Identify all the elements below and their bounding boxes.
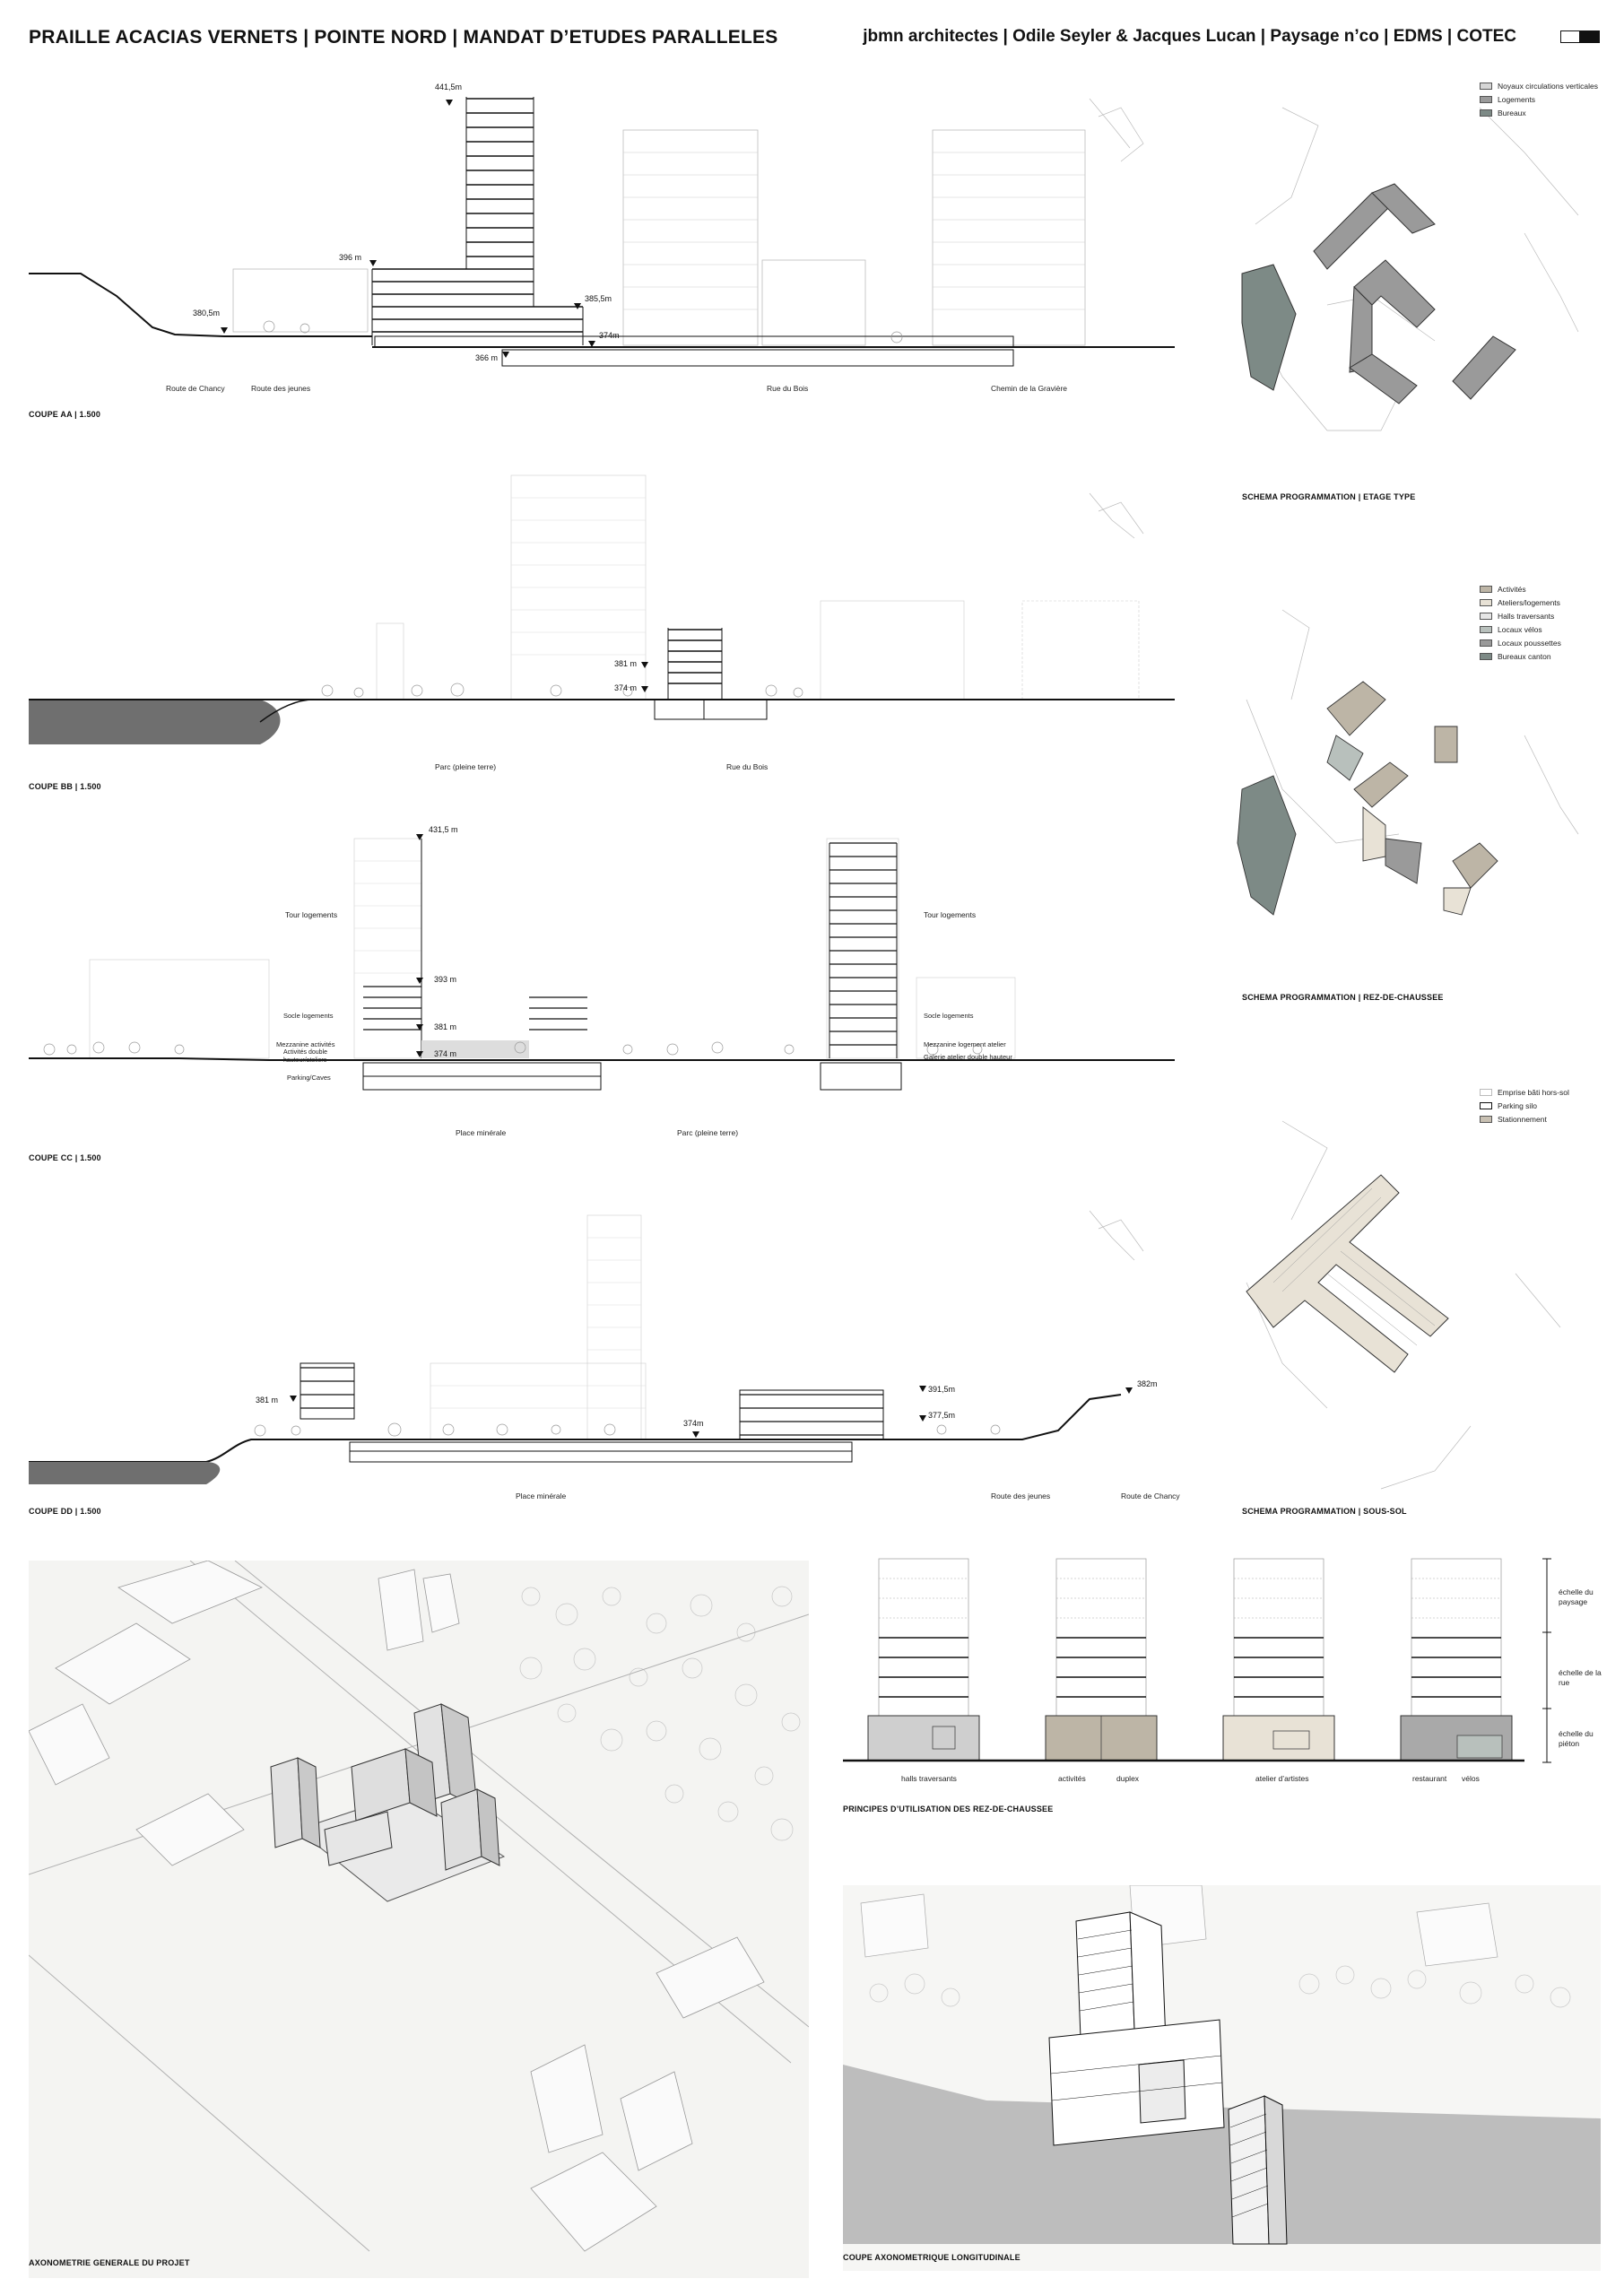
legend-rdc-6: Bureaux canton [1480,652,1551,661]
principe-label-6: vélos [1462,1774,1480,1783]
elev-cc-2: 393 m [434,975,457,984]
elev-cc-4: 374 m [434,1049,457,1058]
elev-dd-2: 374m [683,1419,704,1428]
elev-dd-4: 377,5m [928,1411,956,1420]
caption-axo-general: AXONOMETRIE GENERALE DU PROJET [29,2258,190,2267]
label-cc-b2: Parc (pleine terre) [677,1128,739,1137]
label-bb-1: Parc (pleine terre) [435,762,497,771]
elev-dd-1: 381 m [256,1396,279,1405]
caption-schema-sous-sol: SCHEMA PROGRAMMATION | SOUS-SOL [1242,1507,1407,1516]
elev-cc-3: 381 m [434,1022,457,1031]
label-cc-r3: Mezzanine logement atelier [924,1040,1006,1048]
legend-rdc-2: Ateliers/logements [1480,598,1560,607]
label-dd-2: Route des jeunes [991,1492,1051,1500]
legend-etage-2: Logements [1480,95,1535,104]
caption-axo-longitudinal: COUPE AXONOMETRIQUE LONGITUDINALE [843,2253,1020,2262]
caption-schema-etage: SCHEMA PROGRAMMATION | ETAGE TYPE [1242,492,1416,501]
scale-rue: échelle de la rue [1559,1668,1602,1688]
label-cc-l2: Socle logements [283,1012,334,1020]
caption-schema-rdc: SCHEMA PROGRAMMATION | REZ-DE-CHAUSSEE [1242,993,1444,1002]
label-cc-l5: hauteur/ateliers [283,1057,327,1064]
scale-bar [1560,30,1600,43]
elev-cc-1: 431,5 m [429,825,458,834]
elev-bb-2: 374 m [614,683,638,692]
label-aa-3: Rue du Bois [767,384,809,393]
label-cc-r1: Tour logements [924,910,977,919]
caption-coupe-dd: COUPE DD | 1.500 [29,1507,101,1516]
caption-coupe-aa: COUPE AA | 1.500 [29,410,101,419]
legend-rdc-3: Halls traversants [1480,612,1554,621]
elev-bb-1: 381 m [614,659,638,668]
label-aa-4: Chemin de la Gravière [991,384,1068,393]
scale-paysage: échelle du paysage [1559,1587,1594,1607]
principe-label-4: atelier d’artistes [1255,1774,1309,1783]
elev-aa-3: 380,5m [193,309,221,317]
elev-aa-5: 374m [599,331,620,340]
elev-dd-3: 391,5m [928,1385,956,1394]
elev-dd-5: 382m [1137,1379,1158,1388]
elev-aa-4: 385,5m [585,294,612,303]
principe-label-5: restaurant [1412,1774,1447,1783]
caption-coupe-bb: COUPE BB | 1.500 [29,782,101,791]
label-dd-1: Place minérale [516,1492,567,1500]
caption-principes: PRINCIPES D’UTILISATION DES REZ-DE-CHAUS… [843,1805,1054,1813]
principe-label-3: duplex [1116,1774,1140,1783]
principe-label-2: activités [1058,1774,1086,1783]
label-cc-b1: Place minérale [456,1128,507,1137]
legend-ss-2: Parking silo [1480,1101,1537,1110]
label-aa-2: Route des jeunes [251,384,311,393]
legend-rdc-1: Activités [1480,585,1526,594]
label-cc-r2: Socle logements [924,1012,974,1020]
elev-aa-6: 366 m [475,353,499,362]
principe-label-1: halls traversants [901,1774,957,1783]
label-cc-l6: Parking/Caves [287,1074,331,1082]
label-cc-l1: Tour logements [285,910,338,919]
legend-ss-1: Emprise bâti hors-sol [1480,1088,1569,1097]
page-title: PRAILLE ACACIAS VERNETS | POINTE NORD | … [29,27,778,48]
legend-etage-1: Noyaux circulations verticales [1480,82,1598,91]
label-aa-1: Route de Chancy [166,384,225,393]
legend-rdc-4: Locaux vélos [1480,625,1542,634]
label-cc-l3: Mezzanine activités [276,1040,335,1048]
elev-aa-1: 441,5m [435,83,463,91]
label-dd-3: Route de Chancy [1121,1492,1180,1500]
legend-rdc-5: Locaux poussettes [1480,639,1561,648]
credits: jbmn architectes | Odile Seyler & Jacque… [863,27,1516,46]
legend-etage-3: Bureaux [1480,109,1526,117]
scale-pieton: échelle du piéton [1559,1729,1594,1749]
label-cc-r4: Galerie atelier double hauteur [924,1053,1012,1061]
caption-coupe-cc: COUPE CC | 1.500 [29,1153,101,1162]
axonometric-general-view: AXONOMETRIE GENERALE DU PROJET [29,1561,809,2278]
axonometric-longitudinal-section: COUPE AXONOMETRIQUE LONGITUDINALE [843,1885,1601,2271]
label-cc-l4: Activités double [283,1049,328,1056]
label-bb-2: Rue du Bois [726,762,769,771]
legend-ss-3: Stationnement [1480,1115,1547,1124]
elev-aa-2: 396 m [339,253,362,262]
